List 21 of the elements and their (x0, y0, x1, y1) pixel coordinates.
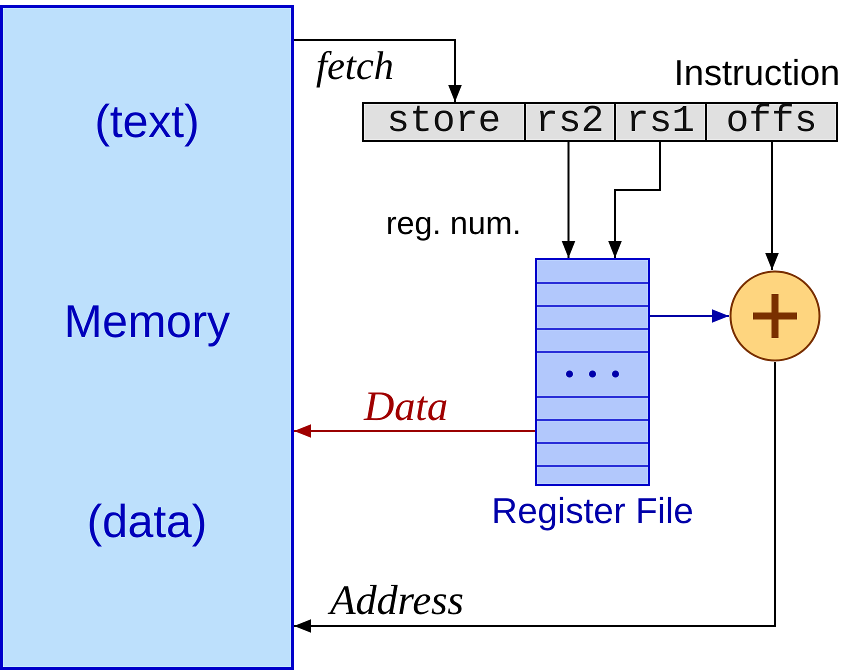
arrow (294, 39, 462, 102)
arrow (294, 424, 535, 438)
edge-label: reg. num. (386, 207, 522, 239)
arrow (294, 362, 776, 633)
instruction-field: rs2 (524, 104, 614, 140)
arrow (650, 309, 729, 323)
arrow (562, 142, 576, 258)
memory-label: (text) (94, 96, 200, 147)
instruction-field: store (364, 104, 524, 140)
arrow (608, 142, 661, 258)
arrow (765, 142, 779, 270)
memory-label: (data) (86, 496, 208, 547)
edge-label: Data (364, 386, 448, 428)
memory-label: Memory (64, 296, 230, 347)
register-file-label: Register File (491, 490, 694, 532)
edge-label: Address (330, 580, 464, 622)
memory-block (0, 5, 294, 670)
instruction-field: offs (705, 104, 836, 140)
edge-label: fetch (316, 46, 394, 86)
instruction-field: rs1 (614, 104, 706, 140)
instruction-heading: Instruction (674, 52, 840, 94)
